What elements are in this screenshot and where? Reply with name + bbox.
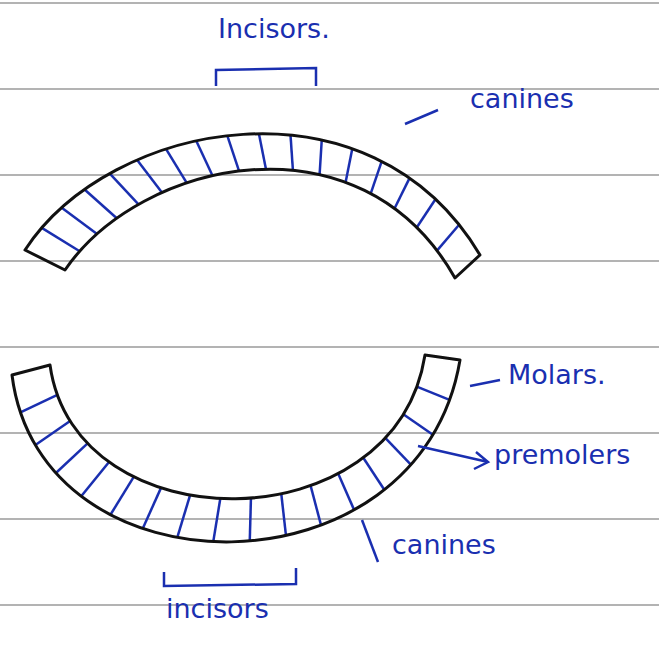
tooth-line bbox=[56, 443, 88, 473]
tooth-line bbox=[81, 462, 109, 496]
arch-outlines bbox=[12, 134, 480, 542]
canines-label: canines bbox=[392, 530, 496, 560]
tooth-line bbox=[213, 498, 220, 541]
premolars-label: premolers bbox=[494, 440, 630, 470]
tooth-line bbox=[143, 488, 161, 529]
tooth-line bbox=[20, 395, 57, 412]
brackets-and-leaders bbox=[164, 68, 500, 586]
tooth-line bbox=[338, 474, 354, 510]
incisors-label: Incisors. bbox=[218, 14, 330, 44]
incisors-label: incisors bbox=[166, 594, 269, 624]
tooth-line bbox=[363, 458, 384, 490]
tooth-line bbox=[417, 387, 450, 400]
tooth-line bbox=[311, 486, 321, 525]
tooth-line bbox=[403, 414, 433, 435]
tooth-line bbox=[385, 438, 411, 465]
tooth-line bbox=[177, 495, 190, 537]
tooth-line bbox=[35, 421, 70, 445]
ruled-lines bbox=[0, 3, 659, 605]
molars-label: Molars. bbox=[508, 360, 606, 390]
canines-label: canines bbox=[470, 84, 574, 114]
tooth-line bbox=[110, 477, 133, 515]
tooth-line bbox=[250, 498, 251, 541]
tooth-line bbox=[281, 494, 286, 536]
